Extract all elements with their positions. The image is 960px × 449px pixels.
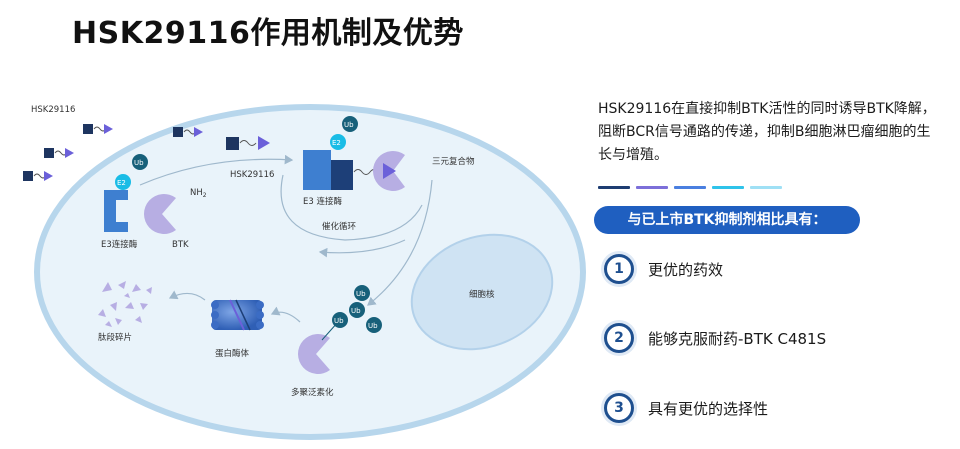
cell-membrane	[34, 104, 586, 440]
catalytic-cycle-label: 催化循环	[322, 221, 357, 232]
advantage-number-badge: 2	[604, 323, 634, 353]
drug-molecule-icon	[173, 127, 203, 137]
nucleus	[410, 233, 554, 351]
drug-molecule-icon	[44, 148, 74, 158]
svg-text:E2: E2	[117, 179, 126, 187]
arrow-to-ubiquitination	[367, 179, 433, 306]
arrow-to-fragments	[168, 290, 206, 301]
drug-square-icon	[331, 160, 353, 190]
e3-ligase-mid-label: E3 连接酶	[303, 196, 342, 207]
ternary-complex-label: 三元复合物	[432, 156, 475, 167]
drug-molecule-icon	[83, 124, 113, 134]
nucleus-label: 细胞核	[469, 289, 495, 300]
fragments-label: 肽段碎片	[98, 332, 132, 343]
ub-icon	[349, 302, 365, 318]
advantage-number-badge: 3	[604, 393, 634, 423]
btk-protein-icon	[298, 334, 330, 374]
drug-label-mid: HSK29116	[230, 170, 274, 180]
mechanism-description: HSK29116在直接抑制BTK活性的同时诱导BTK降解，阻断BCR信号通路的传…	[598, 101, 936, 163]
e3-ligase-icon	[303, 150, 331, 190]
svg-text:Ub: Ub	[368, 322, 378, 330]
proteasome-label: 蛋白酶体	[215, 348, 250, 359]
e3-ligase-icon	[104, 190, 128, 232]
svg-text:Ub: Ub	[334, 317, 344, 325]
advantage-text: 具有更优的选择性	[648, 399, 769, 418]
mechanism-diagram: 细胞核 HSK29116 E2 Ub E3连接酶 BTK NH2 HSK2911…	[23, 104, 586, 440]
ub-icon	[354, 285, 370, 301]
e2-icon	[330, 134, 346, 150]
drug-label-top: HSK29116	[31, 105, 75, 115]
arrow-to-proteasome	[270, 306, 301, 323]
divider-segment	[636, 186, 668, 189]
ub-icon	[332, 312, 348, 328]
btk-protein-icon	[144, 194, 176, 235]
divider-segment	[750, 186, 782, 189]
ubiquitination-label: 多聚泛素化	[291, 387, 334, 398]
ub-icon	[342, 116, 358, 132]
btk-label: BTK	[172, 240, 189, 250]
catalytic-cycle-arrow	[280, 174, 423, 241]
svg-text:Ub: Ub	[134, 159, 144, 167]
advantage-item: 2 能够克服耐药-BTK C481S	[604, 323, 826, 353]
e2-icon	[115, 174, 131, 190]
divider-segment	[712, 186, 744, 189]
e3-ligase-label: E3连接酶	[101, 239, 138, 250]
advantage-item: 1 更优的药效	[604, 254, 723, 284]
nh2-label: NH2	[190, 188, 207, 199]
advantage-number-badge: 1	[604, 254, 634, 284]
arrow-back	[318, 239, 406, 258]
advantage-item: 3 具有更优的选择性	[604, 393, 768, 423]
color-divider	[598, 186, 782, 189]
svg-text:E2: E2	[332, 139, 341, 147]
svg-text:Ub: Ub	[344, 121, 354, 129]
advantage-text: 能够克服耐药-BTK C481S	[648, 329, 827, 348]
divider-segment	[598, 186, 630, 189]
drug-molecule-icon	[226, 136, 270, 150]
advantage-text: 更优的药效	[648, 260, 724, 279]
svg-text:Ub: Ub	[351, 307, 361, 315]
proteasome-icon	[211, 299, 264, 331]
svg-text:Ub: Ub	[356, 290, 366, 298]
peptide-fragments-icon	[98, 281, 152, 327]
drug-warhead-icon	[383, 163, 396, 179]
comparison-banner: 与已上市BTK抑制剂相比具有：	[594, 206, 860, 234]
drug-molecule-icon	[23, 171, 53, 181]
arrow-to-ternary	[139, 154, 294, 186]
ub-icon	[366, 317, 382, 333]
ub-icon	[132, 154, 148, 170]
divider-segment	[674, 186, 706, 189]
page-title: HSK29116作用机制及优势	[72, 16, 464, 51]
